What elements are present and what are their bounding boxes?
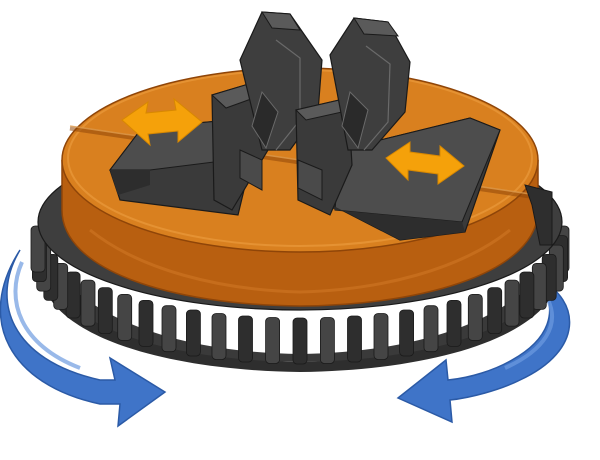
knurl-tooth: [185, 309, 201, 357]
knurl-tooth: [319, 317, 335, 364]
knurl-tooth: [423, 305, 439, 353]
knurl-tooth: [80, 279, 96, 327]
knurl-tooth: [487, 287, 503, 335]
knurl-tooth: [97, 287, 113, 335]
knurl-tooth: [347, 315, 362, 363]
left-vise-jaw: [108, 11, 323, 216]
knurl-tooth: [65, 271, 81, 319]
knurl-tooth: [399, 309, 415, 357]
knurl-tooth: [117, 293, 133, 341]
left-jaw-motion-arrow-icon: [121, 97, 203, 147]
knurl-tooth: [161, 305, 177, 353]
knurl-tooth: [467, 293, 483, 341]
rotation-arrow-left-icon: [0, 249, 167, 428]
knurl-tooth: [504, 279, 520, 327]
right-jaw-motion-arrow-icon: [385, 141, 465, 185]
knurl-tooth: [519, 271, 535, 319]
knurl-tooth: [531, 262, 547, 310]
knurl-tooth: [292, 317, 308, 365]
knurl-tooth: [265, 317, 281, 364]
knurl-tooth: [238, 315, 253, 363]
knurl-tooth: [446, 299, 462, 347]
knurl-tooth: [138, 299, 154, 347]
right-vise-jaw: [295, 17, 501, 241]
knurl-tooth: [373, 313, 389, 360]
knurl-tooth: [211, 313, 227, 360]
rotation-arrow-right-icon: [396, 278, 571, 424]
